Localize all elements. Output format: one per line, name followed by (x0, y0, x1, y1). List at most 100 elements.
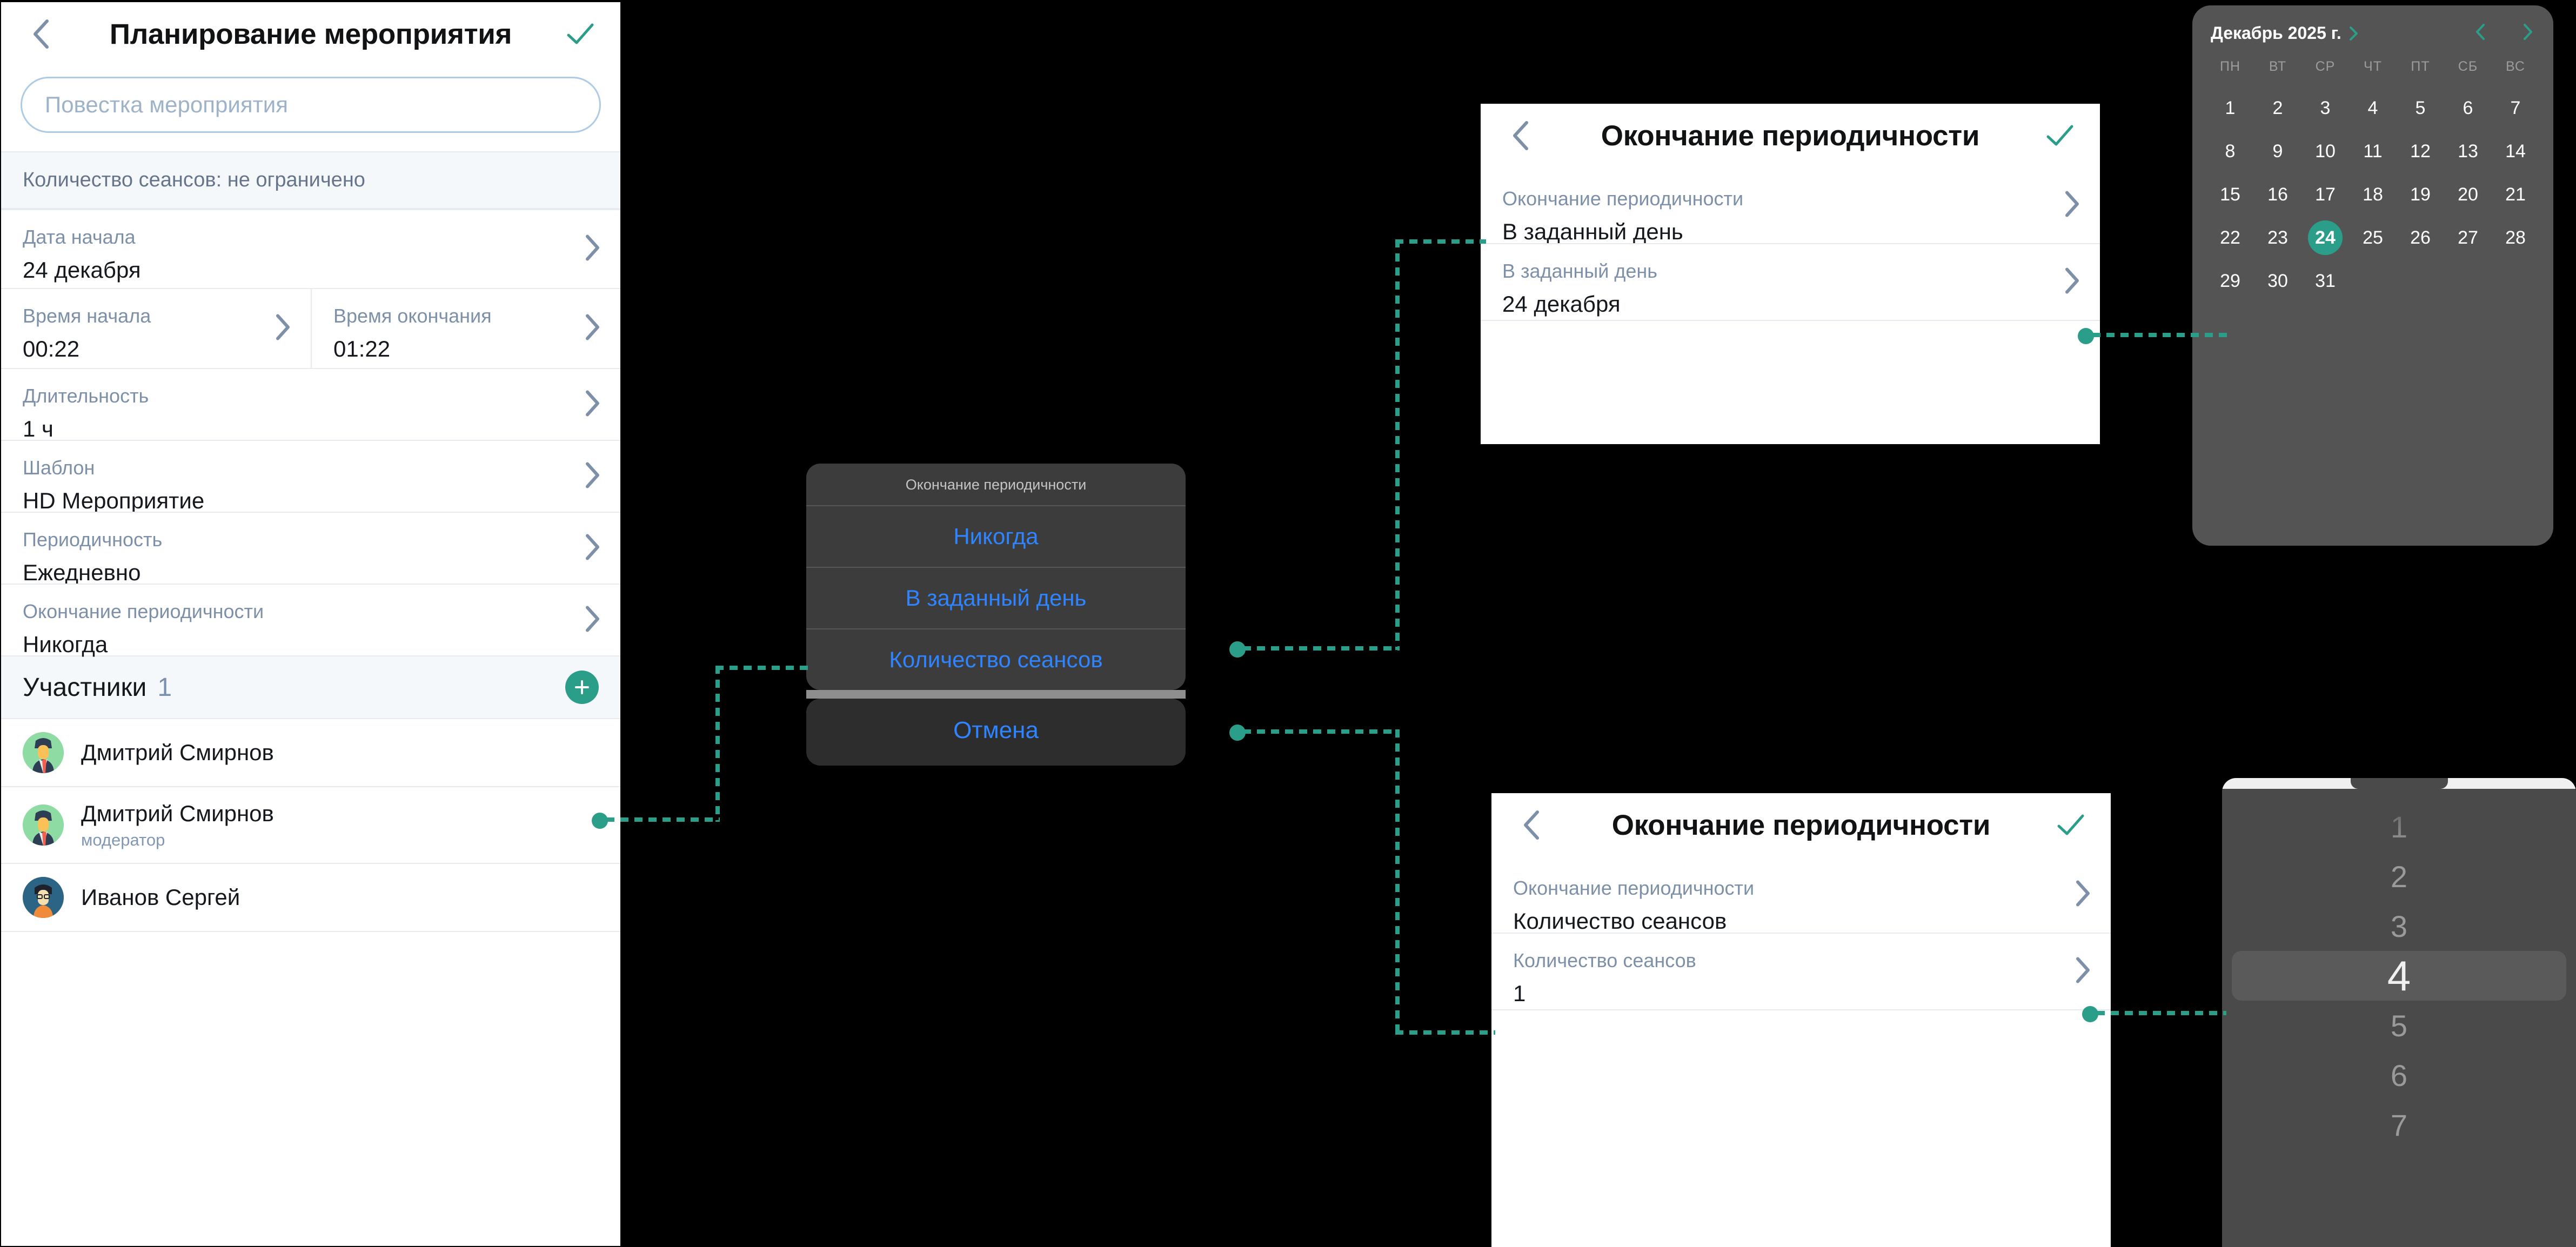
participant-list-item[interactable]: Иванов Сергей (1, 864, 620, 933)
calendar-day[interactable]: 6 (2463, 97, 2473, 118)
calendar-day[interactable]: 17 (2315, 184, 2336, 205)
calendar-day[interactable]: 8 (2225, 140, 2236, 162)
calendar-day[interactable]: 15 (2220, 184, 2240, 205)
calendar-day[interactable]: 26 (2410, 227, 2431, 248)
calendar-next-month-button[interactable] (2521, 23, 2535, 44)
picker-item[interactable]: 5 (2390, 1008, 2408, 1043)
row-label: Окончание периодичности (1513, 877, 1755, 899)
row-specific-date[interactable]: В заданный день 24 декабря (1481, 243, 2100, 320)
page-title: Окончание периодичности (1611, 809, 1991, 841)
calendar-day[interactable]: 19 (2410, 184, 2431, 205)
row-label: Длительность (23, 385, 149, 407)
connector-line (606, 817, 720, 822)
row-recurrence-end-type[interactable]: Окончание периодичности Количество сеанс… (1491, 857, 2111, 934)
calendar-day[interactable]: 2 (2272, 97, 2283, 118)
calendar-day[interactable]: 13 (2458, 140, 2478, 162)
connector-line (1395, 729, 1400, 1035)
calendar-weekday: СР (2315, 59, 2336, 74)
calendar-day[interactable]: 11 (2363, 140, 2383, 162)
calendar-day[interactable]: 1 (2225, 97, 2236, 118)
participant-list-item[interactable]: Дмитрий Смирнов модератор (1, 787, 620, 864)
back-button[interactable] (25, 18, 57, 50)
calendar-day[interactable]: 12 (2410, 140, 2431, 162)
connector-dot (592, 813, 608, 829)
row-recurrence[interactable]: Периодичность Ежедневно (1, 512, 620, 585)
action-sheet-option-session-count[interactable]: Количество сеансов (889, 647, 1103, 672)
participant-name: Дмитрий Смирнов (81, 801, 274, 826)
back-button[interactable] (1515, 809, 1548, 841)
row-end-time[interactable]: Время окончания 01:22 (311, 289, 620, 368)
calendar-month-label[interactable]: Декабрь 2025 г. (2211, 23, 2341, 43)
sessions-banner: Количество сеансов: не ограничено (1, 151, 620, 209)
calendar-day[interactable]: 4 (2367, 97, 2378, 118)
confirm-button[interactable] (2044, 119, 2076, 152)
row-template[interactable]: Шаблон HD Мероприятие (1, 440, 620, 513)
calendar-day[interactable]: 30 (2267, 270, 2288, 291)
row-duration[interactable]: Длительность 1 ч (1, 368, 620, 441)
action-sheet-option-never[interactable]: Никогда (806, 506, 1186, 568)
participant-list-item[interactable]: Дмитрий Смирнов (1, 719, 620, 787)
calendar-day[interactable]: 23 (2267, 227, 2288, 248)
session-count-picker[interactable]: 1 2 3 4 5 6 7 (2222, 778, 2576, 1247)
row-label: Количество сеансов (1513, 949, 1696, 971)
picker-item[interactable]: 7 (2390, 1108, 2408, 1142)
page-title: Окончание периодичности (1601, 119, 1980, 152)
action-sheet-option-on-date[interactable]: В заданный день (806, 568, 1186, 629)
row-value: 01:22 (333, 336, 391, 361)
calendar-day[interactable]: 7 (2510, 97, 2521, 118)
calendar-day[interactable]: 5 (2415, 97, 2426, 118)
confirm-button[interactable] (2055, 809, 2087, 841)
calendar-day[interactable]: 14 (2505, 140, 2526, 162)
picker-item[interactable]: 4 (2387, 951, 2411, 1000)
chevron-right-icon (585, 605, 601, 635)
row-start-time[interactable]: Время начала 00:22 (1, 289, 311, 368)
chevron-right-icon (585, 461, 601, 491)
calendar-day[interactable]: 24 (2301, 216, 2349, 259)
calendar-day[interactable]: 21 (2505, 184, 2526, 205)
action-sheet-options-group: Окончание периодичности Никогда В заданн… (806, 464, 1186, 690)
picker-item[interactable]: 3 (2390, 909, 2408, 943)
avatar (23, 877, 64, 919)
calendar-day[interactable]: 16 (2267, 184, 2288, 205)
calendar-day[interactable]: 20 (2458, 184, 2478, 205)
picker-item[interactable]: 1 (2390, 809, 2408, 844)
calendar-day[interactable]: 22 (2220, 227, 2240, 248)
calendar-day[interactable]: 28 (2505, 227, 2526, 248)
calendar-day[interactable]: 29 (2220, 270, 2240, 291)
calendar-day[interactable]: 9 (2272, 140, 2283, 162)
row-recurrence-end-type[interactable]: Окончание периодичности В заданный день (1481, 167, 2100, 244)
picker-body[interactable]: 1 2 3 4 5 6 7 (2222, 789, 2576, 1150)
chevron-right-icon (2064, 267, 2080, 297)
calendar-day[interactable]: 18 (2363, 184, 2383, 205)
connector-line (715, 666, 813, 670)
calendar-day[interactable]: 27 (2458, 227, 2478, 248)
row-label: Время начала (23, 305, 151, 327)
empty-list-area (1481, 320, 2100, 363)
confirm-button[interactable] (564, 18, 597, 50)
agenda-input[interactable] (21, 77, 601, 133)
calendar-weekday: ВТ (2269, 59, 2287, 74)
calendar-header: Декабрь 2025 г. (2206, 19, 2539, 51)
row-start-date[interactable]: Дата начала 24 декабря (1, 209, 620, 288)
calendar-day[interactable]: 25 (2363, 227, 2383, 248)
back-button[interactable] (1504, 119, 1537, 152)
add-participant-button[interactable] (565, 671, 599, 704)
picker-item[interactable]: 2 (2390, 859, 2408, 894)
row-value: 1 (1513, 980, 1526, 1006)
row-session-count[interactable]: Количество сеансов 1 (1491, 933, 2111, 1009)
calendar-day[interactable]: 31 (2315, 270, 2336, 291)
calendar-day[interactable]: 10 (2315, 140, 2336, 162)
calendar-day[interactable]: 3 (2320, 97, 2331, 118)
calendar-prev-month-button[interactable] (2473, 23, 2487, 44)
picker-fade-bottom (2222, 1188, 2576, 1247)
action-sheet-cancel-button[interactable]: Отмена (806, 699, 1186, 766)
calendar-weekday: ПТ (2411, 59, 2430, 74)
calendar-weekday: СБ (2458, 59, 2478, 74)
participant-name: Дмитрий Смирнов (81, 739, 274, 765)
chevron-right-icon[interactable] (2348, 25, 2360, 42)
avatar (23, 732, 64, 773)
picker-item[interactable]: 6 (2390, 1058, 2408, 1092)
row-recurrence-end[interactable]: Окончание периодичности Никогда (1, 584, 620, 657)
